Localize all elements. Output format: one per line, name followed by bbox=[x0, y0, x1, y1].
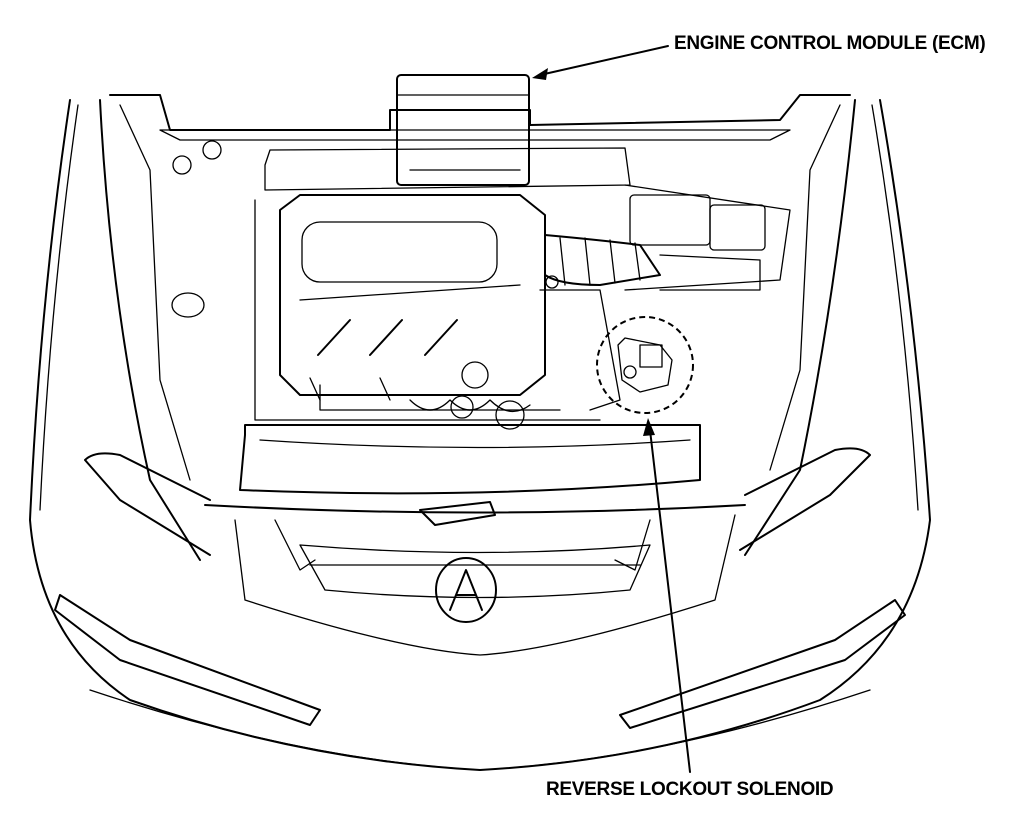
arrowhead-icon bbox=[643, 418, 655, 436]
reverse-lockout-solenoid-callout-label: REVERSE LOCKOUT SOLENOID bbox=[546, 779, 834, 800]
ecm-callout-label: ENGINE CONTROL MODULE (ECM) bbox=[674, 33, 986, 54]
engine-cover bbox=[279, 194, 546, 401]
solenoid-callout-arrow bbox=[643, 418, 691, 773]
arrowhead-icon bbox=[532, 68, 548, 80]
ecm-unit bbox=[396, 74, 530, 186]
car-body-outline bbox=[29, 99, 931, 771]
engine-bay-details bbox=[254, 147, 791, 430]
hood-frame bbox=[109, 94, 851, 481]
ecm-callout-arrow bbox=[532, 45, 669, 80]
acura-emblem-icon bbox=[435, 557, 497, 623]
front-bumper bbox=[54, 424, 906, 771]
reverse-lockout-solenoid-part bbox=[596, 316, 694, 414]
